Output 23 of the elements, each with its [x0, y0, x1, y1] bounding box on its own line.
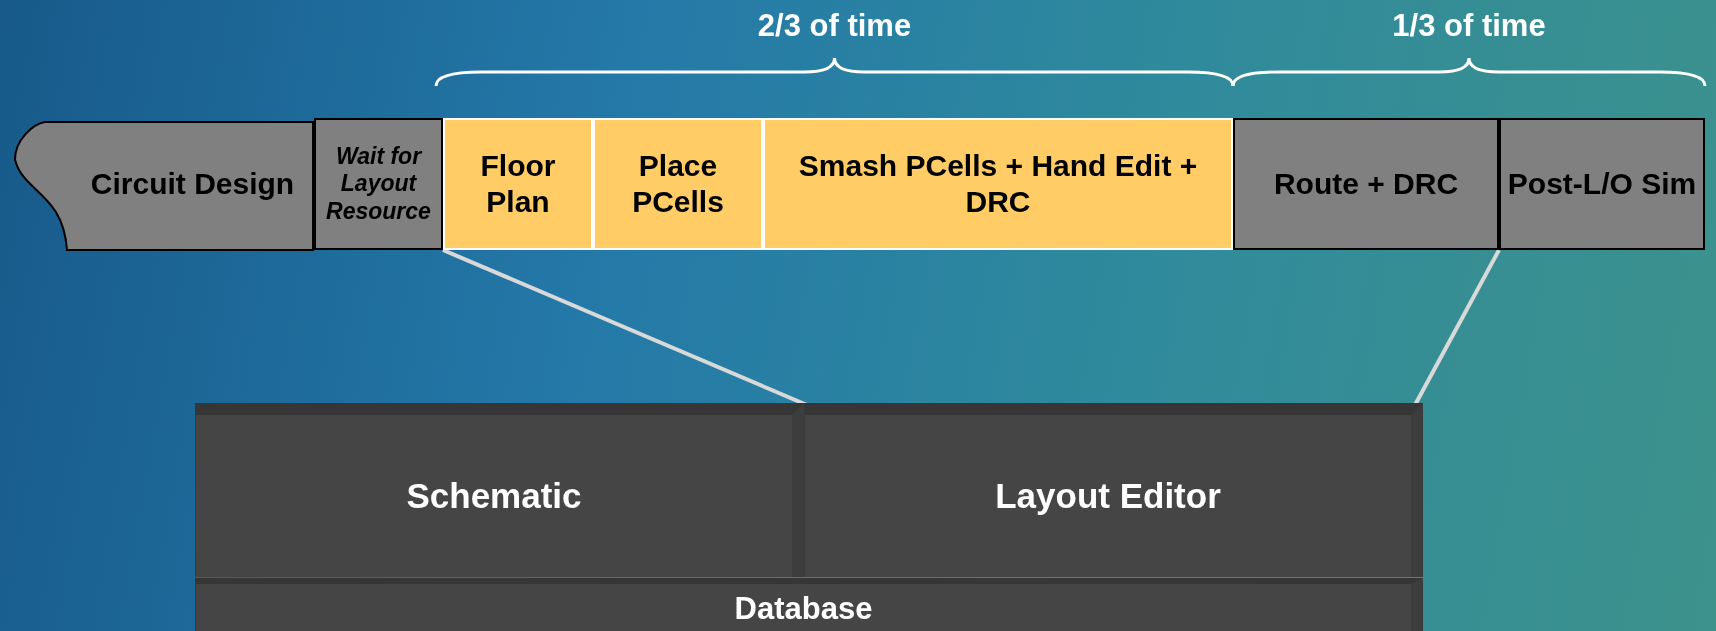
connector-line: [1413, 249, 1501, 406]
layer-block: [195, 403, 804, 577]
stage-label: Floor Plan: [479, 148, 557, 220]
stage-label: Smash PCells + Hand Edit + DRC: [797, 148, 1199, 220]
layer-block: [804, 403, 1423, 577]
stage-box: [1499, 118, 1705, 250]
stage-label: Layout Editor: [995, 475, 1221, 517]
stage-box: [763, 118, 1233, 250]
stage-label: Wait for Layout Resource: [325, 142, 432, 226]
stage-label: Route + DRC: [1273, 166, 1459, 202]
stage-label: Post-L/O Sim: [1507, 166, 1697, 202]
layer-block: [195, 578, 1423, 631]
stage-label: Schematic: [406, 475, 582, 517]
duration-label: 2/3 of time: [757, 8, 912, 44]
stage-box: [314, 118, 443, 250]
stage-box: [13, 118, 314, 250]
duration-label: 1/3 of time: [1392, 8, 1546, 44]
stage-box: [593, 118, 763, 250]
stage-label: Circuit Design: [89, 166, 295, 202]
stage-box: [1233, 118, 1499, 250]
stage-label: Database: [734, 590, 873, 628]
stage-label: Place PCells: [631, 148, 725, 220]
stage-box: [443, 118, 593, 250]
